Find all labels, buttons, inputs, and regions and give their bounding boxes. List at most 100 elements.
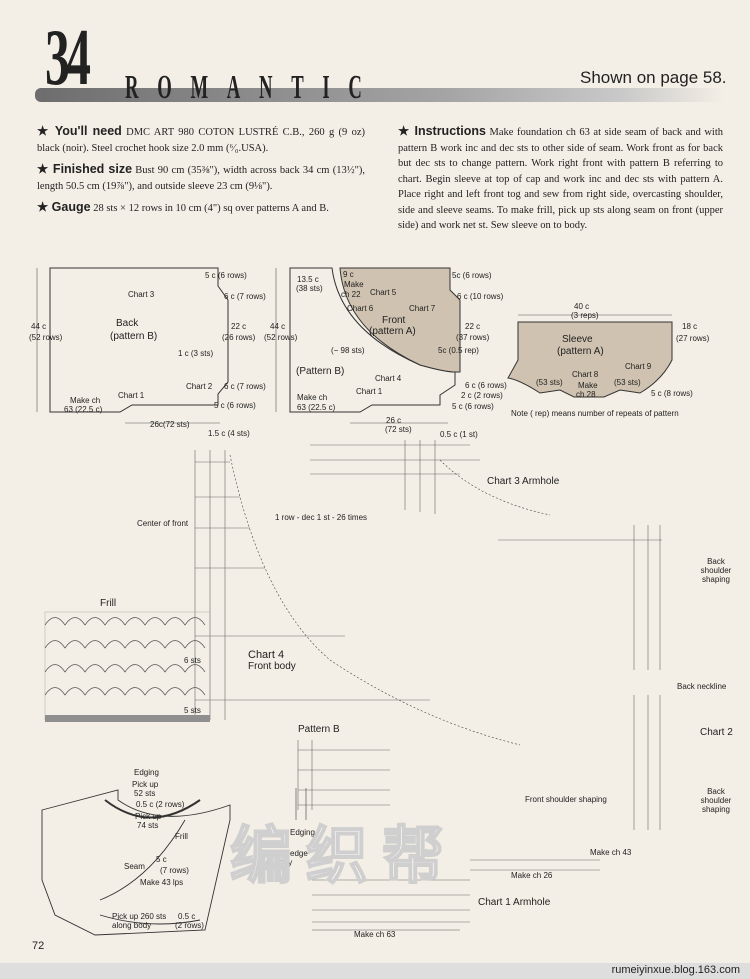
sleeve-top: 40 c (574, 302, 590, 311)
assembly-2rows: (2 rows) (175, 921, 204, 930)
front-width: 26 c (386, 416, 402, 425)
sleeve-chart9: Chart 9 (625, 362, 652, 371)
pattern-b-grid (297, 740, 390, 810)
lower-edge-of-body: Lower edge of body (266, 849, 308, 867)
footer-bar: rumeiyinxue.blog.163.com (0, 963, 750, 979)
assembly-seam: Seam (124, 862, 145, 871)
assembly-pickup3b: along body (112, 921, 152, 930)
sleeve-r: 18 c (682, 322, 698, 331)
chart1-grid (312, 859, 600, 931)
back-r4: 1 c (3 sts) (178, 349, 214, 358)
sleeve-right: (53 sts) (614, 378, 641, 387)
frill-6sts: 6 sts (184, 656, 201, 665)
back-neckline: Back neckline (677, 682, 727, 691)
chart4-grid (194, 450, 521, 746)
back-r2: 6 c (7 rows) (224, 292, 266, 301)
front-shaded-area (339, 267, 461, 373)
assembly-pickup2: Pick up (135, 812, 162, 821)
back-width: 26c(72 sts) (150, 420, 190, 429)
back-height-rows: (52 rows) (29, 333, 63, 342)
back-make2: 63 (22.5 c) (64, 405, 103, 414)
back-r5: 6 c (7 rows) (224, 382, 266, 391)
back-chart3-label: Chart 3 (128, 290, 155, 299)
sleeve-rows: 5 c (8 rows) (651, 389, 693, 398)
front-r1: 5c (6 rows) (452, 271, 492, 280)
front-make: Make ch (297, 393, 328, 402)
sleeve-label: Sleeve (562, 334, 593, 345)
assembly-pickup3: Pick up 260 sts (112, 912, 167, 921)
front-chart7: Chart 7 (409, 304, 436, 313)
chart3-title: Chart 3 Armhole (487, 476, 560, 487)
you-need-text: DMC ART 980 COTON LUSTRÉ C.B., 260 g (9 … (37, 127, 366, 154)
sleeve-chart8: Chart 8 (572, 370, 599, 379)
front-r2: 6 c (10 rows) (457, 292, 504, 301)
right-text-column: ★ Instructions Make foundation ch 63 at … (398, 124, 723, 234)
back-shoulder-shaping-1: Back shoulder shaping (700, 557, 732, 584)
left-text-column: ★ You'll need DMC ART 980 COTON LUSTRÉ C… (37, 124, 365, 217)
header-brush-stroke (35, 88, 725, 102)
instructions-text: Make foundation ch 63 at side seam of ba… (398, 127, 724, 231)
front-make2: 63 (22.5 c) (297, 403, 336, 412)
pattern-number: 34 (45, 14, 91, 102)
back-column-grid (498, 525, 662, 830)
front-chart5: Chart 5 (370, 288, 397, 297)
assembly-pickup2b: 74 sts (137, 821, 159, 830)
back-r6: 5 c (6 rows) (214, 401, 256, 410)
assembly-pickup1b: 52 sts (134, 789, 156, 798)
frill-5sts: 5 sts (184, 706, 201, 715)
page-number: 72 (32, 940, 45, 952)
front-chart4: Chart 4 (375, 374, 402, 383)
sleeve-left: (53 sts) (536, 378, 563, 387)
edging-label: Edging (290, 828, 315, 837)
gauge-label: ★ Gauge (37, 200, 91, 214)
back-make: Make ch (70, 396, 101, 405)
assembly-frill: Frill (175, 832, 188, 841)
shown-on-page: Shown on page 58. (580, 68, 727, 87)
frill-title: Frill (100, 598, 117, 609)
back-width2: 1.5 c (4 sts) (208, 429, 250, 438)
front-label: Front (382, 315, 406, 326)
front-shoulder-shaping: Front shoulder shaping (525, 795, 607, 804)
assembly-edging: Edging (134, 768, 159, 777)
front-r3b: (37 rows) (456, 333, 490, 342)
front-r7: 5 c (6 rows) (452, 402, 494, 411)
back-height: 44 c (31, 322, 47, 331)
assembly-pickup1: Pick up (132, 780, 159, 789)
back-r3: 22 c (231, 322, 247, 331)
back-label: Back (116, 318, 139, 329)
front-height-rows: (52 rows) (264, 333, 298, 342)
back-r3b: (26 rows) (222, 333, 256, 342)
sleeve-top2: (3 reps) (571, 311, 599, 320)
you-need-label: ★ You'll need (37, 124, 122, 138)
back-pattern-label: (pattern B) (110, 331, 158, 342)
assembly-5c: 5 c (156, 855, 167, 864)
back-chart2-label: Chart 2 (186, 382, 213, 391)
pattern-title: ROMANTIC (125, 69, 381, 106)
one-row-dec: 1 row - dec 1 st - 26 times (275, 513, 368, 522)
sleeve-pattern: (pattern A) (557, 346, 604, 357)
back-shoulder-shaping-2: Back shoulder shaping (700, 787, 732, 814)
finished-size-text: Bust 90 cm (35⅜"), width across back 34 … (37, 165, 365, 192)
pattern-b-title: Pattern B (298, 724, 340, 735)
front-mk2: ch 22 (341, 290, 361, 299)
front-width3: 0.5 c (1 st) (440, 430, 478, 439)
assembly-05c: 0.5 c (178, 912, 196, 921)
watermark: 编织帮 (229, 821, 459, 892)
sleeve-make: Make (578, 381, 598, 390)
source-url: rumeiyinxue.blog.163.com (611, 964, 740, 976)
front-a2: (38 sts) (296, 284, 323, 293)
make-ch-43: Make ch 43 (590, 848, 632, 857)
make-ch-63: Make ch 63 (354, 930, 396, 939)
chart4-subtitle: Front body (248, 661, 296, 672)
assembly-7rows: (7 rows) (160, 866, 189, 875)
back-chart1-label: Chart 1 (118, 391, 145, 400)
finished-size-label: ★ Finished size (37, 162, 133, 176)
back-outline (49, 267, 229, 413)
front-chart6: Chart 6 (347, 304, 374, 313)
chart2-title: Chart 2 (700, 727, 733, 738)
gauge-text: 28 sts × 12 rows in 10 cm (4") sq over p… (93, 203, 329, 214)
front-r4: 5c (0.5 rep) (438, 346, 479, 355)
assembly-make43: Make 43 lps (140, 878, 184, 887)
front-height: 44 c (270, 322, 286, 331)
